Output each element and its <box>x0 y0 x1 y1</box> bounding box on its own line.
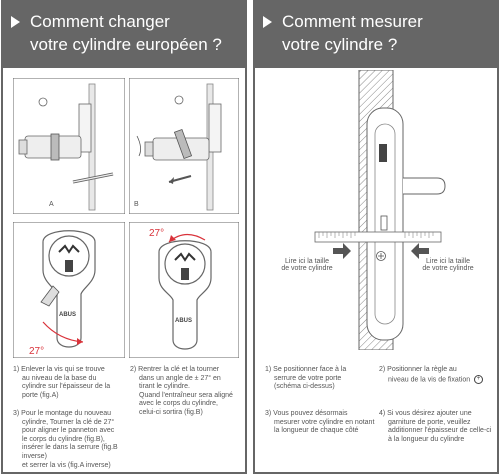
right-step-1: 1) Se positionner face à la serrure de v… <box>265 366 347 391</box>
left-panel: Comment changer votre cylindre européen … <box>1 0 247 474</box>
figure-cylinder-left: ABUS 27° <box>13 222 125 358</box>
brand-label-left: ABUS <box>59 312 76 318</box>
right-step-4: 4) Si vous désirez ajouter une garniture… <box>379 410 492 443</box>
angle-label-right: 27° <box>149 228 164 239</box>
figure-b: B <box>129 78 239 214</box>
figure-b-label: B <box>134 201 139 208</box>
left-step-2: 2) Rentrer la clé et la tourner dans un … <box>130 366 233 416</box>
read-here-left-label: Lire ici la taille de votre cylindre <box>281 258 333 272</box>
screw-plus-icon: + <box>474 374 484 384</box>
right-panel: Comment mesurer votre cylindre ? <box>253 0 499 474</box>
play-arrow-icon <box>263 16 272 28</box>
read-here-right-label: Lire ici la taille de votre cylindre <box>422 258 474 272</box>
play-arrow-icon <box>11 16 20 28</box>
left-title: Comment changer votre cylindre européen … <box>30 12 222 54</box>
right-header: Comment mesurer votre cylindre ? <box>255 2 497 68</box>
right-step-3: 3) Vous pouvez désormais mesurer votre c… <box>265 410 375 435</box>
left-step-3: 3) Pour le montage du nouveau cylindre, … <box>13 410 118 469</box>
figure-cylinder-right: ABUS 27° <box>129 222 239 358</box>
angle-label-left: 27° <box>29 346 44 357</box>
figure-a: A <box>13 78 125 214</box>
left-header: Comment changer votre cylindre européen … <box>3 2 245 68</box>
right-title: Comment mesurer votre cylindre ? <box>282 12 423 54</box>
brand-label-right: ABUS <box>175 318 192 324</box>
right-step-2: 2) Positionner la règle au niveau de la … <box>379 366 497 385</box>
measure-diagram <box>314 70 446 350</box>
left-step-1: 1) Enlever la vis qui se trouve au nivea… <box>13 366 111 399</box>
figure-a-label: A <box>49 201 54 208</box>
